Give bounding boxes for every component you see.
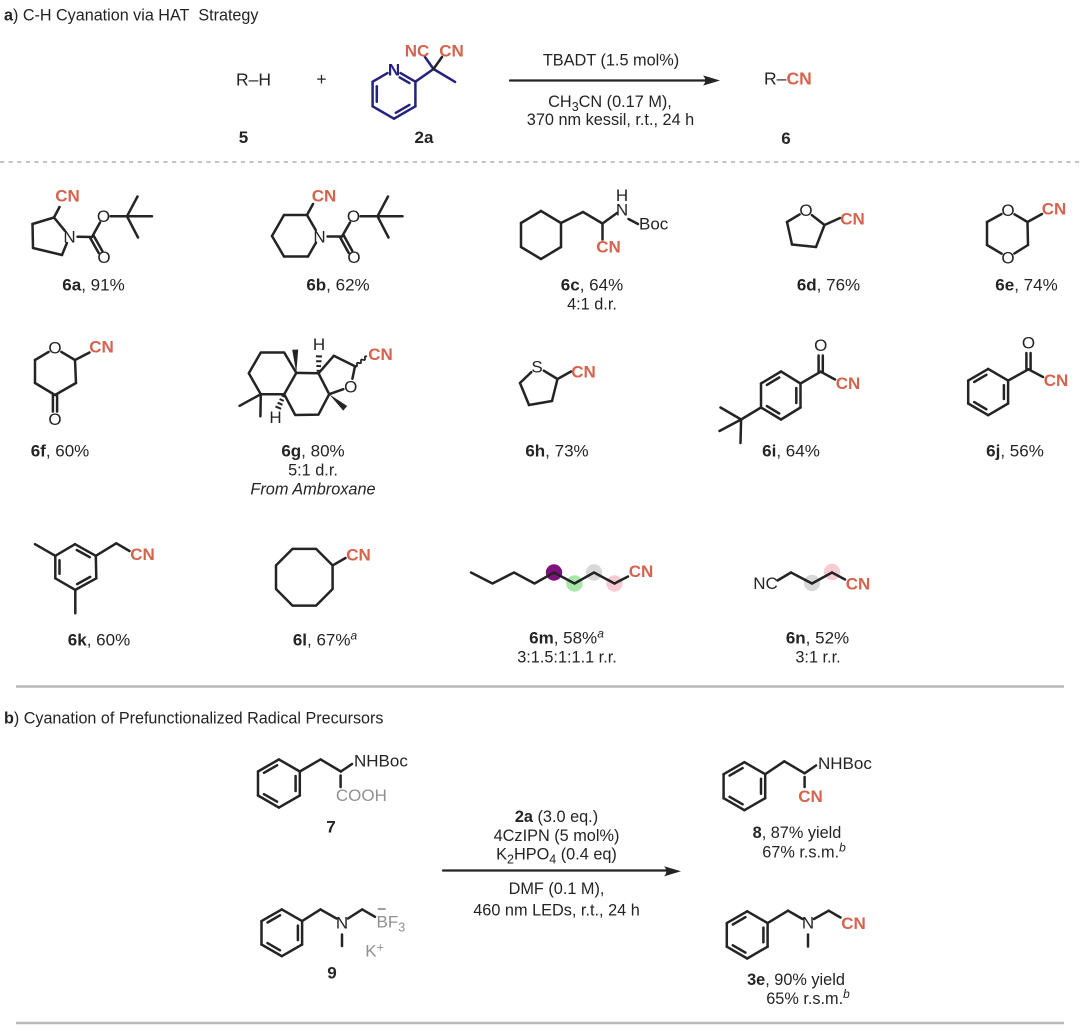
svg-text:O: O — [347, 248, 360, 267]
svg-text:CN: CN — [89, 338, 114, 357]
svg-text:3e, 90% yield: 3e, 90% yield — [747, 971, 845, 989]
svg-text:CN: CN — [368, 345, 393, 364]
svg-text:b) Cyanation of Prefunctionali: b) Cyanation of Prefunctionalized Radica… — [4, 710, 383, 728]
svg-text:N: N — [388, 61, 400, 80]
svg-text:H: H — [313, 335, 325, 354]
svg-text:65% r.s.m.b: 65% r.s.m.b — [766, 987, 850, 1008]
svg-text:O: O — [814, 336, 827, 355]
svg-text:6d, 76%: 6d, 76% — [797, 276, 860, 295]
svg-text:CN: CN — [1044, 371, 1069, 390]
svg-text:8, 87% yield: 8, 87% yield — [753, 824, 842, 842]
svg-text:R–H: R–H — [236, 70, 271, 90]
svg-text:9: 9 — [327, 964, 336, 983]
svg-text:S: S — [531, 358, 542, 377]
svg-text:CN: CN — [596, 238, 621, 257]
svg-text:6b, 62%: 6b, 62% — [306, 276, 369, 295]
svg-text:O: O — [48, 339, 61, 358]
svg-text:3:1 r.r.: 3:1 r.r. — [795, 649, 840, 667]
svg-text:CN: CN — [841, 914, 866, 933]
svg-text:O: O — [1022, 334, 1035, 353]
svg-text:CN: CN — [571, 363, 596, 382]
svg-text:6n, 52%: 6n, 52% — [786, 629, 849, 648]
svg-text:H: H — [616, 186, 628, 205]
svg-text:6f, 60%: 6f, 60% — [31, 442, 90, 461]
svg-text:+: + — [316, 69, 326, 89]
svg-text:NHBoc: NHBoc — [354, 752, 408, 771]
svg-text:370 nm kessil, r.t., 24 h: 370 nm kessil, r.t., 24 h — [527, 111, 694, 129]
svg-text:4CzIPN (5 mol%): 4CzIPN (5 mol%) — [494, 827, 620, 845]
svg-text:COOH: COOH — [336, 786, 387, 805]
svg-text:K2HPO4 (0.4 eq): K2HPO4 (0.4 eq) — [496, 846, 617, 867]
svg-text:6c, 64%: 6c, 64% — [561, 276, 623, 295]
svg-text:NC: NC — [405, 42, 430, 61]
svg-text:NHBoc: NHBoc — [818, 754, 872, 773]
svg-text:N: N — [802, 914, 814, 933]
svg-text:H: H — [269, 408, 281, 427]
svg-text:2a (3.0 eq.): 2a (3.0 eq.) — [515, 808, 598, 826]
svg-text:O: O — [97, 248, 110, 267]
svg-text:From Ambroxane: From Ambroxane — [250, 481, 375, 499]
svg-text:CN: CN — [346, 546, 371, 565]
svg-text:CN: CN — [836, 374, 861, 393]
svg-text:6g, 80%: 6g, 80% — [281, 442, 344, 461]
svg-text:CN: CN — [130, 545, 155, 564]
svg-text:CN: CN — [629, 562, 654, 581]
svg-text:R–: R– — [764, 69, 787, 89]
svg-text:CN: CN — [55, 187, 80, 206]
svg-text:6k, 60%: 6k, 60% — [68, 631, 130, 650]
svg-text:O: O — [347, 207, 360, 226]
svg-text:O: O — [1001, 201, 1014, 220]
svg-text:O: O — [344, 378, 357, 397]
svg-text:CN: CN — [846, 575, 871, 594]
svg-text:CN: CN — [439, 42, 464, 61]
svg-text:O: O — [48, 410, 61, 429]
svg-text:BF3: BF3 — [377, 913, 406, 935]
svg-text:CN: CN — [312, 187, 337, 206]
svg-text:6i, 64%: 6i, 64% — [762, 442, 820, 461]
svg-text:CN: CN — [840, 210, 865, 229]
svg-text:460 nm LEDs, r.t., 24 h: 460 nm LEDs, r.t., 24 h — [473, 902, 640, 920]
svg-text:O: O — [799, 201, 812, 220]
svg-text:TBADT (1.5 mol%): TBADT (1.5 mol%) — [543, 52, 679, 70]
svg-text:3:1.5:1:1.1 r.r.: 3:1.5:1:1.1 r.r. — [517, 649, 617, 667]
svg-text:4:1 d.r.: 4:1 d.r. — [567, 296, 617, 314]
svg-text:CN: CN — [1042, 200, 1067, 219]
svg-text:a) C-H Cyanation via HAT Stra: a) C-H Cyanation via HAT Strategy — [4, 7, 259, 25]
svg-text:2a: 2a — [415, 128, 434, 147]
svg-text:CN: CN — [787, 69, 812, 89]
svg-text:6a, 91%: 6a, 91% — [62, 276, 124, 295]
svg-text:6l, 67%a: 6l, 67%a — [293, 629, 358, 650]
svg-text:O: O — [97, 207, 110, 226]
svg-text:DMF (0.1 M),: DMF (0.1 M), — [509, 880, 605, 898]
svg-text:7: 7 — [326, 818, 335, 837]
svg-text:6h, 73%: 6h, 73% — [525, 442, 588, 461]
svg-text:5: 5 — [239, 128, 248, 147]
svg-text:CN: CN — [798, 787, 823, 806]
svg-text:CH3CN (0.17 M),: CH3CN (0.17 M), — [548, 93, 672, 114]
svg-text:N: N — [63, 228, 75, 247]
svg-text:5:1 d.r.: 5:1 d.r. — [288, 462, 338, 480]
svg-text:6: 6 — [781, 129, 790, 148]
svg-text:6j, 56%: 6j, 56% — [986, 442, 1044, 461]
svg-text:67% r.s.m.b: 67% r.s.m.b — [762, 841, 846, 862]
svg-text:Boc: Boc — [639, 215, 669, 234]
svg-text:O: O — [1001, 249, 1014, 268]
svg-text:K+: K+ — [365, 941, 384, 961]
svg-text:N: N — [616, 201, 628, 220]
svg-text:N: N — [336, 914, 348, 933]
svg-text:NC: NC — [753, 574, 778, 593]
svg-text:N: N — [313, 228, 325, 247]
svg-text:6m, 58%a: 6m, 58%a — [529, 627, 604, 648]
svg-text:6e, 74%: 6e, 74% — [995, 276, 1057, 295]
